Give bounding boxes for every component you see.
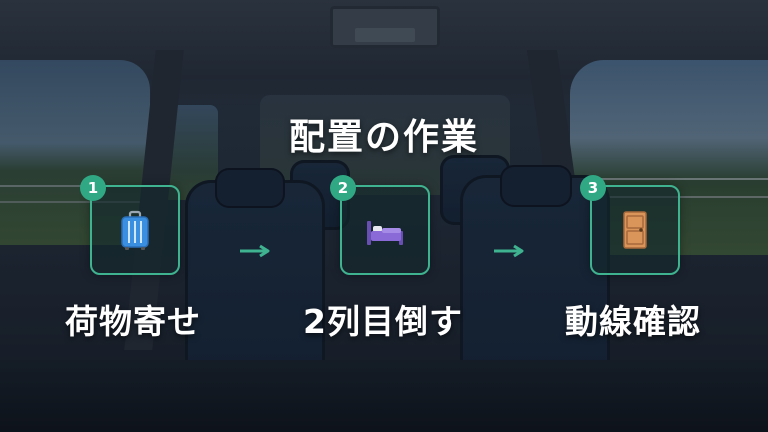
page-title: 配置の作業 <box>288 117 479 158</box>
step-label: 2列目倒す <box>303 302 463 341</box>
step-label: 荷物寄せ <box>65 302 201 341</box>
fence-left <box>0 185 150 203</box>
step-icon-box <box>340 185 430 275</box>
step-icon-box <box>590 185 680 275</box>
bed-icon <box>367 221 403 245</box>
step-icon-box <box>90 185 180 275</box>
step-number-badge: 3 <box>580 175 606 201</box>
headrest-left <box>215 168 285 208</box>
step-number-badge: 1 <box>80 175 106 201</box>
arrow-right-icon <box>240 244 270 258</box>
step-number-badge: 2 <box>330 175 356 201</box>
step-label: 動線確認 <box>565 302 701 341</box>
door-icon <box>623 211 647 249</box>
headrest-right <box>500 165 572 207</box>
ceiling-light <box>355 28 415 42</box>
arrow-right-icon <box>494 244 524 258</box>
luggage-icon <box>121 210 149 250</box>
floor <box>0 360 768 432</box>
